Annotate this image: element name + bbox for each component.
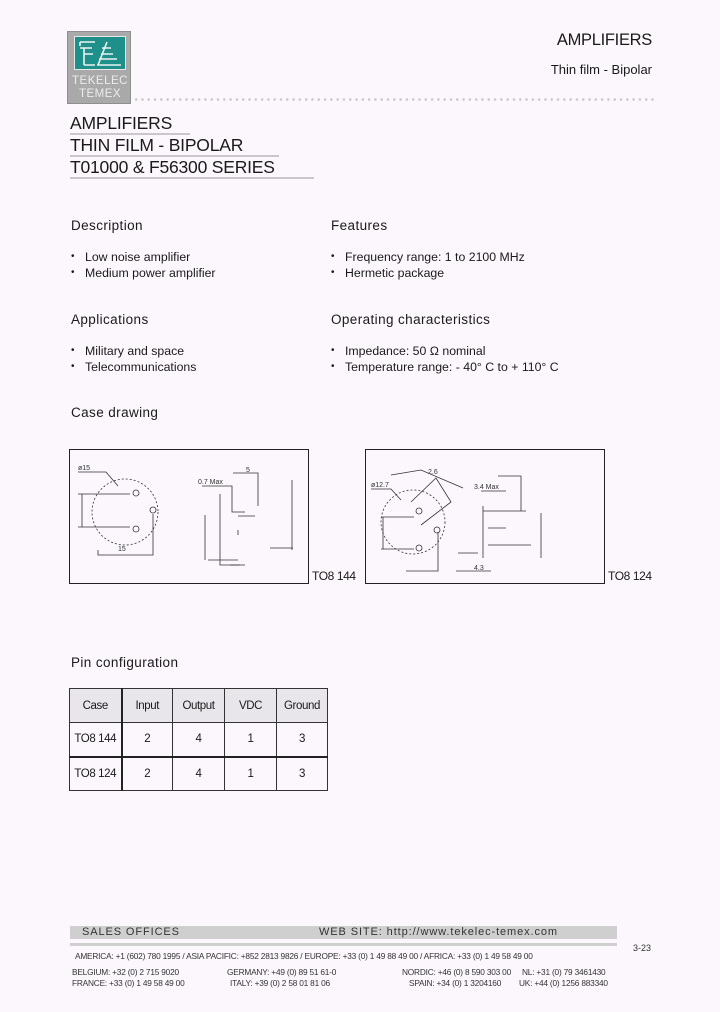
case-label-to8-124: TO8 124 [608, 569, 652, 583]
cell-ground: 3 [276, 722, 328, 757]
office-nl: NL: +31 (0) 79 3461430 [522, 967, 606, 977]
list-item: Frequency range: 1 to 2100 MHz [331, 249, 525, 265]
list-item: Military and space [71, 343, 196, 359]
cell-input: 2 [121, 722, 173, 757]
cell-vdc: 1 [224, 722, 277, 757]
office-spain: SPAIN: +34 (0) 1 3204160 [409, 978, 502, 988]
svg-text:15: 15 [118, 546, 126, 553]
svg-text:2.6: 2.6 [428, 469, 438, 476]
list-item: Hermetic package [331, 265, 525, 281]
office-nordic: NORDIC: +46 (0) 8 590 303 00 [402, 967, 512, 977]
title-line1: AMPLIFIERS [70, 113, 173, 133]
cell-output: 4 [172, 755, 225, 791]
svg-text:5: 5 [246, 467, 250, 474]
sales-offices-label: SALES OFFICES [82, 926, 180, 938]
pin-config-table: Case Input Output VDC Ground TO8 144 2 4… [69, 688, 328, 791]
office-belgium: BELGIUM: +32 (0) 2 715 9020 [72, 967, 179, 977]
svg-text:0.7 Max: 0.7 Max [198, 479, 223, 486]
logo-text-line1: TEKELEC [72, 75, 128, 87]
title-underline-2 [70, 155, 279, 157]
svg-text:ø15: ø15 [78, 465, 90, 472]
office-uk: UK: +44 (0) 1256 883340 [519, 978, 608, 988]
table-row: TO8 124 2 4 1 3 [69, 755, 328, 791]
list-item: Low noise amplifier [71, 249, 216, 265]
header-subcategory: Thin film - Bipolar [550, 62, 652, 77]
to8-124-drawing-icon: ø12.7 2.6 3.4 Max 4.3 [371, 469, 542, 572]
to8-144-drawing-icon: ø15 0.7 Max 5 15 [78, 465, 293, 566]
office-germany: GERMANY: +49 (0) 89 51 61-0 [227, 967, 337, 977]
case-drawing-to8-144: ø15 0.7 Max 5 15 [69, 449, 309, 584]
col-header-ground: Ground [276, 688, 328, 723]
features-list: Frequency range: 1 to 2100 MHz Hermetic … [331, 249, 525, 281]
title-line3: T01000 & F56300 SERIES [70, 157, 275, 177]
svg-text:ø12.7: ø12.7 [371, 482, 389, 489]
cell-case: TO8 144 [69, 722, 123, 757]
list-item: Impedance: 50 Ω nominal [331, 343, 559, 359]
col-header-case: Case [69, 688, 123, 723]
logo-emblem-icon [74, 36, 126, 70]
description-list: Low noise amplifier Medium power amplifi… [71, 249, 216, 281]
features-heading: Features [331, 218, 388, 233]
office-france: FRANCE: +33 (0) 1 49 58 49 00 [72, 978, 185, 988]
header-dotted-rule [133, 98, 655, 101]
cell-output: 4 [172, 722, 225, 757]
cell-vdc: 1 [224, 755, 277, 791]
applications-heading: Applications [71, 312, 149, 327]
table-header-row: Case Input Output VDC Ground [69, 688, 328, 723]
logo-text-line2: TEMEX [78, 88, 122, 100]
tekelec-temex-logo: TEKELEC TEMEX [67, 31, 131, 104]
case-drawing-heading: Case drawing [71, 405, 159, 420]
regional-offices: AMERICA: +1 (602) 780 1995 / ASIA PACIFI… [75, 951, 533, 961]
description-heading: Description [71, 218, 143, 233]
pin-config-heading: Pin configuration [71, 655, 179, 670]
footer-bar: SALES OFFICES WEB SITE: http://www.tekel… [70, 926, 617, 939]
title-underline-1 [70, 133, 190, 135]
table-row: TO8 144 2 4 1 3 [69, 722, 328, 757]
svg-text:4.3: 4.3 [474, 565, 484, 572]
case-label-to8-144: TO8 144 [312, 569, 356, 583]
col-header-input: Input [121, 688, 173, 723]
office-italy: ITALY: +39 (0) 2 58 01 81 06 [230, 978, 330, 988]
cell-input: 2 [121, 755, 173, 791]
cell-case: TO8 124 [69, 755, 123, 791]
cell-ground: 3 [276, 755, 328, 791]
col-header-output: Output [172, 688, 225, 723]
title-line2: THIN FILM - BIPOLAR [70, 135, 244, 155]
web-site-link[interactable]: WEB SITE: http://www.tekelec-temex.com [319, 926, 558, 938]
header-category: AMPLIFIERS [556, 31, 652, 49]
case-drawing-to8-124: ø12.7 2.6 3.4 Max 4.3 [365, 449, 605, 584]
operating-list: Impedance: 50 Ω nominal Temperature rang… [331, 343, 559, 375]
title-underline-3 [70, 177, 314, 179]
list-item: Medium power amplifier [71, 265, 216, 281]
col-header-vdc: VDC [224, 688, 277, 723]
page-number: 3-23 [633, 943, 652, 953]
applications-list: Military and space Telecommunications [71, 343, 196, 375]
list-item: Temperature range: - 40° C to + 110° C [331, 359, 559, 375]
svg-text:3.4 Max: 3.4 Max [474, 484, 499, 491]
operating-heading: Operating characteristics [331, 312, 491, 327]
footer-divider [70, 943, 617, 946]
list-item: Telecommunications [71, 359, 196, 375]
